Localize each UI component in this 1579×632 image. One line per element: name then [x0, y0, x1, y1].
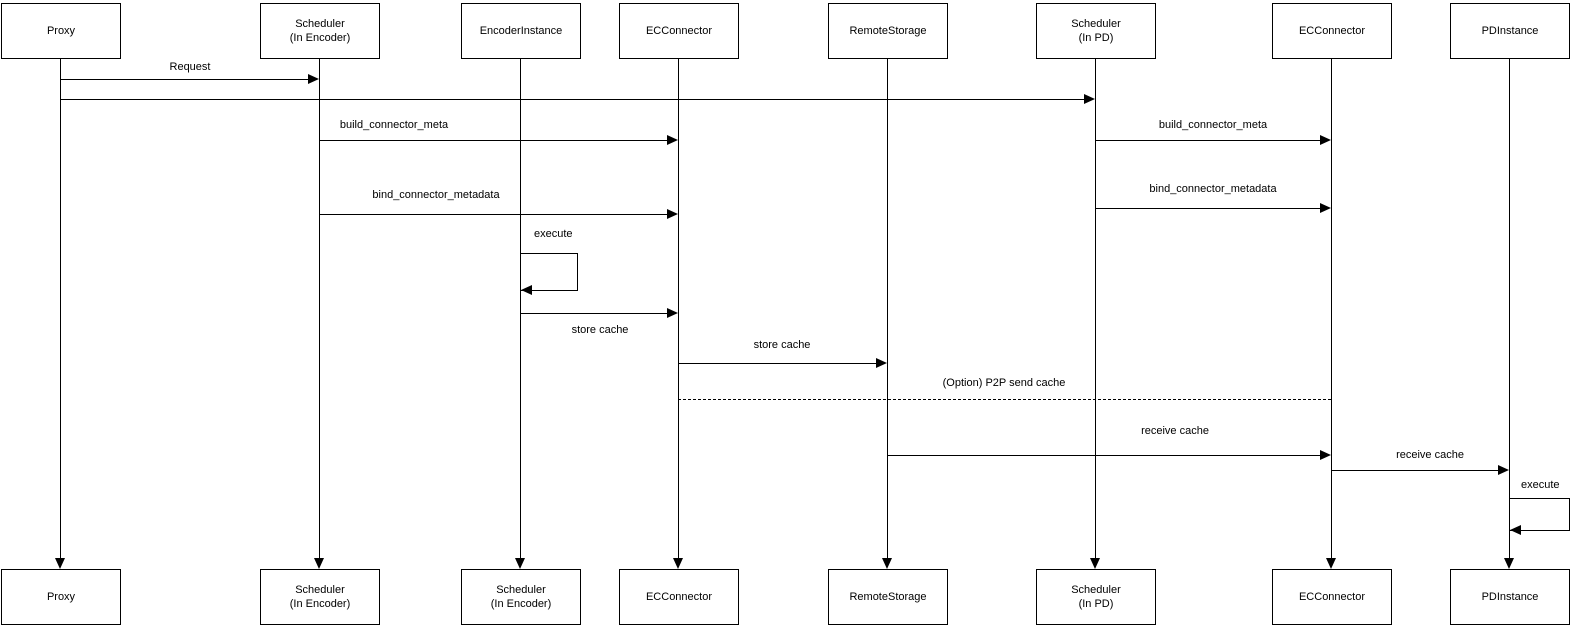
actor-box-bottom-scheduler-encoder-2: Scheduler (In Encoder): [461, 569, 581, 625]
arrowhead-icon: [1498, 465, 1509, 475]
message-label-build-connector-meta-right: build_connector_meta: [1158, 119, 1268, 131]
message-label-receive-cache-ec: receive cache: [1141, 425, 1209, 437]
message-line-p2p-send-cache: [678, 399, 1331, 400]
message-label-request: Request: [169, 61, 211, 73]
arrowhead-icon: [1320, 450, 1331, 460]
message-label-execute-pd: execute: [1521, 479, 1560, 491]
lifeline-scheduler-pd: [1095, 58, 1096, 558]
actor-box-bottom-pdinstance: PDInstance: [1450, 569, 1570, 625]
actor-box-top-proxy: Proxy: [1, 3, 121, 59]
lifeline-end-arrow-icon: [1326, 558, 1336, 569]
arrowhead-icon: [667, 135, 678, 145]
message-label-receive-cache-pd: receive cache: [1396, 449, 1464, 461]
actor-box-top-ecconnector: ECConnector: [619, 3, 739, 59]
message-line-store-cache-remote: [678, 363, 876, 364]
message-line-store-cache-encoder: [520, 313, 667, 314]
message-line-build-connector-meta-left: [319, 140, 667, 141]
actor-box-bottom-proxy: Proxy: [1, 569, 121, 625]
lifeline-encoder-instance: [520, 58, 521, 558]
actor-box-bottom-scheduler-pd: Scheduler (In PD): [1036, 569, 1156, 625]
actor-box-top-ecconnector-pd: ECConnector: [1272, 3, 1392, 59]
lifeline-end-arrow-icon: [515, 558, 525, 569]
lifeline-ecconnector: [678, 58, 679, 558]
actor-box-top-scheduler-encoder: Scheduler (In Encoder): [260, 3, 380, 59]
lifeline-pdinstance: [1509, 58, 1510, 558]
actor-box-bottom-scheduler-encoder: Scheduler (In Encoder): [260, 569, 380, 625]
actor-box-top-encoder-instance: EncoderInstance: [461, 3, 581, 59]
lifeline-remote-storage: [887, 58, 888, 558]
actor-box-bottom-ecconnector: ECConnector: [619, 569, 739, 625]
lifeline-ecconnector-pd: [1331, 58, 1332, 558]
arrowhead-icon: [667, 308, 678, 318]
arrowhead-icon: [667, 209, 678, 219]
arrowhead-icon: [1084, 94, 1095, 104]
actor-box-top-remote-storage: RemoteStorage: [828, 3, 948, 59]
lifeline-end-arrow-icon: [673, 558, 683, 569]
message-label-p2p-send-cache: (Option) P2P send cache: [942, 377, 1066, 389]
self-loop-execute-encoder: [520, 253, 578, 291]
lifeline-end-arrow-icon: [882, 558, 892, 569]
arrowhead-icon: [1320, 135, 1331, 145]
arrowhead-icon: [521, 285, 532, 295]
message-line-bind-connector-metadata-left: [319, 214, 667, 215]
actor-box-bottom-remote-storage: RemoteStorage: [828, 569, 948, 625]
arrowhead-icon: [1320, 203, 1331, 213]
message-label-bind-connector-metadata-right: bind_connector_metadata: [1149, 183, 1277, 195]
actor-box-top-pdinstance: PDInstance: [1450, 3, 1570, 59]
arrowhead-icon: [1510, 525, 1521, 535]
actor-box-bottom-ecconnector-pd: ECConnector: [1272, 569, 1392, 625]
message-label-store-cache-encoder: store cache: [571, 324, 629, 336]
message-label-bind-connector-metadata-left: bind_connector_metadata: [372, 189, 500, 201]
message-label-execute-encoder: execute: [534, 228, 573, 240]
message-line-build-connector-meta-right: [1095, 140, 1320, 141]
lifeline-end-arrow-icon: [1504, 558, 1514, 569]
lifeline-end-arrow-icon: [314, 558, 324, 569]
message-line-bind-connector-metadata-right: [1095, 208, 1320, 209]
message-label-build-connector-meta-left: build_connector_meta: [339, 119, 449, 131]
message-label-store-cache-remote: store cache: [753, 339, 811, 351]
arrowhead-icon: [876, 358, 887, 368]
message-line-request: [60, 79, 308, 80]
lifeline-end-arrow-icon: [1090, 558, 1100, 569]
arrowhead-icon: [308, 74, 319, 84]
lifeline-end-arrow-icon: [55, 558, 65, 569]
lifeline-scheduler-encoder: [319, 58, 320, 558]
message-line-receive-cache-pd: [1331, 470, 1498, 471]
self-loop-execute-pd: [1509, 498, 1570, 531]
message-line-receive-cache-ec: [887, 455, 1320, 456]
lifeline-proxy: [60, 58, 61, 558]
actor-box-top-scheduler-pd: Scheduler (In PD): [1036, 3, 1156, 59]
message-line-proxy-to-scheduler-pd: [60, 99, 1084, 100]
